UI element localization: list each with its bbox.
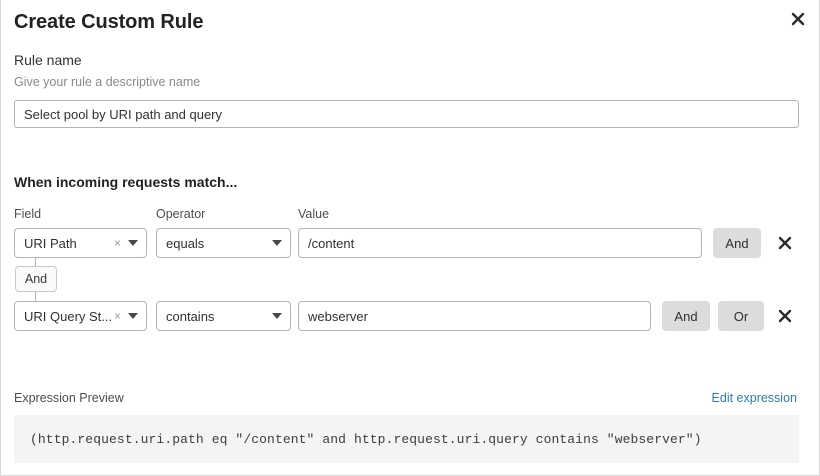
chevron-down-icon <box>272 240 282 246</box>
field-select-1-value: URI Path <box>24 235 77 251</box>
match-heading: When incoming requests match... <box>14 174 238 190</box>
field-select-2-value: URI Query St... <box>24 308 113 324</box>
dialog-title: Create Custom Rule <box>14 11 204 33</box>
operator-select-2[interactable]: contains <box>156 301 291 331</box>
close-icon[interactable] <box>785 6 811 32</box>
rule-name-helper-text: Give your rule a descriptive name <box>14 75 201 89</box>
expression-preview-box: (http.request.uri.path eq "/content" and… <box>14 415 799 463</box>
condition-row: URI Path × equals And <box>1 228 820 258</box>
and-button-2[interactable]: And <box>662 301 710 331</box>
condition-row: URI Query St... × contains And Or <box>1 301 820 331</box>
rule-name-label: Rule name <box>14 52 82 68</box>
clear-icon[interactable]: × <box>113 309 121 323</box>
delete-icon[interactable] <box>774 228 796 258</box>
operator-select-1-value: equals <box>166 235 205 251</box>
clear-icon[interactable]: × <box>113 236 121 250</box>
column-header-operator: Operator <box>156 207 206 221</box>
expression-preview-code: (http.request.uri.path eq "/content" and… <box>30 431 702 447</box>
operator-select-2-value: contains <box>166 308 215 324</box>
field-select-2[interactable]: URI Query St... × <box>14 301 147 331</box>
connector-line-top <box>35 258 36 266</box>
connector-line-bottom <box>35 292 36 304</box>
operator-select-1[interactable]: equals <box>156 228 291 258</box>
expression-preview-label: Expression Preview <box>14 391 124 405</box>
connector-and-badge[interactable]: And <box>15 266 57 292</box>
or-button-2[interactable]: Or <box>718 301 764 331</box>
column-header-value: Value <box>298 207 330 221</box>
value-input-1[interactable] <box>298 228 702 258</box>
condition-connector: And <box>14 258 74 304</box>
column-header-field: Field <box>14 207 42 221</box>
chevron-down-icon <box>128 313 138 319</box>
delete-icon[interactable] <box>774 301 796 331</box>
chevron-down-icon <box>128 240 138 246</box>
and-button-1[interactable]: And <box>713 228 761 258</box>
field-select-1[interactable]: URI Path × <box>14 228 147 258</box>
value-input-2[interactable] <box>298 301 651 331</box>
rule-name-input[interactable] <box>14 100 799 128</box>
edit-expression-link[interactable]: Edit expression <box>711 391 797 405</box>
chevron-down-icon <box>272 313 282 319</box>
